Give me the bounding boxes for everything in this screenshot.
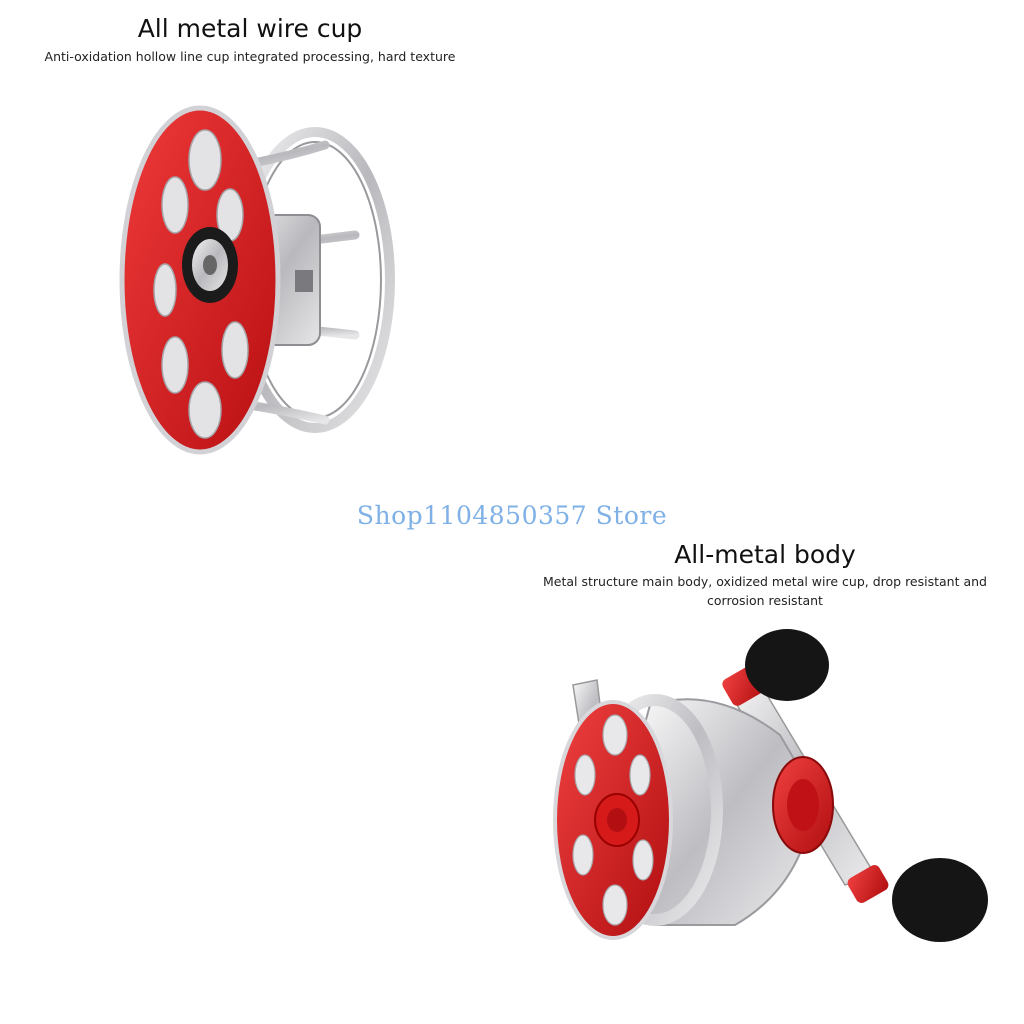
section-2-title: All-metal body [674, 540, 856, 569]
bottom-handle-knob [847, 858, 988, 942]
store-watermark: Shop1104850357 Store [356, 501, 668, 530]
section-2-description: Metal structure main body, oxidized meta… [542, 574, 987, 608]
section-1-title: All metal wire cup [137, 14, 363, 43]
top-handle-knob [722, 629, 829, 706]
wire-cup-spool-image [119, 105, 395, 455]
section-1-description: Anti-oxidation hollow line cup integrate… [44, 49, 456, 64]
fishing-reel-body-image [553, 629, 988, 942]
